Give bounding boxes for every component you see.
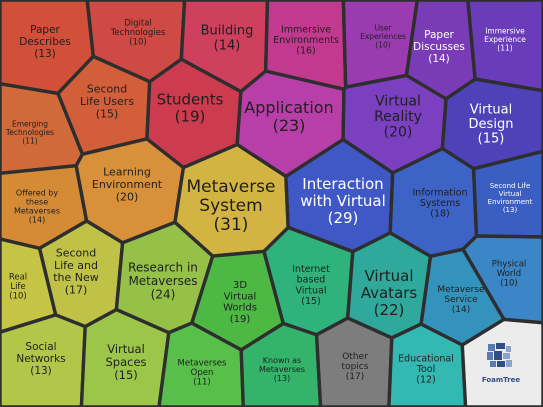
logo-block bbox=[506, 360, 512, 367]
logo-block bbox=[503, 353, 510, 359]
logo-block bbox=[490, 361, 496, 367]
foamtree-logo-text: FoamTree bbox=[482, 376, 521, 384]
logo-block bbox=[506, 346, 511, 352]
label-building: Building(14) bbox=[201, 23, 254, 53]
logo-block bbox=[488, 344, 495, 351]
foamtree-logo[interactable]: FoamTree bbox=[482, 343, 521, 384]
logo-block bbox=[497, 361, 505, 367]
logo-block bbox=[494, 351, 502, 360]
cell-immersive-experience[interactable] bbox=[466, 0, 543, 93]
label-students: Students(19) bbox=[157, 90, 224, 125]
label-application: Application(23) bbox=[244, 98, 333, 135]
logo-block bbox=[496, 343, 505, 349]
logo-block bbox=[487, 352, 493, 360]
